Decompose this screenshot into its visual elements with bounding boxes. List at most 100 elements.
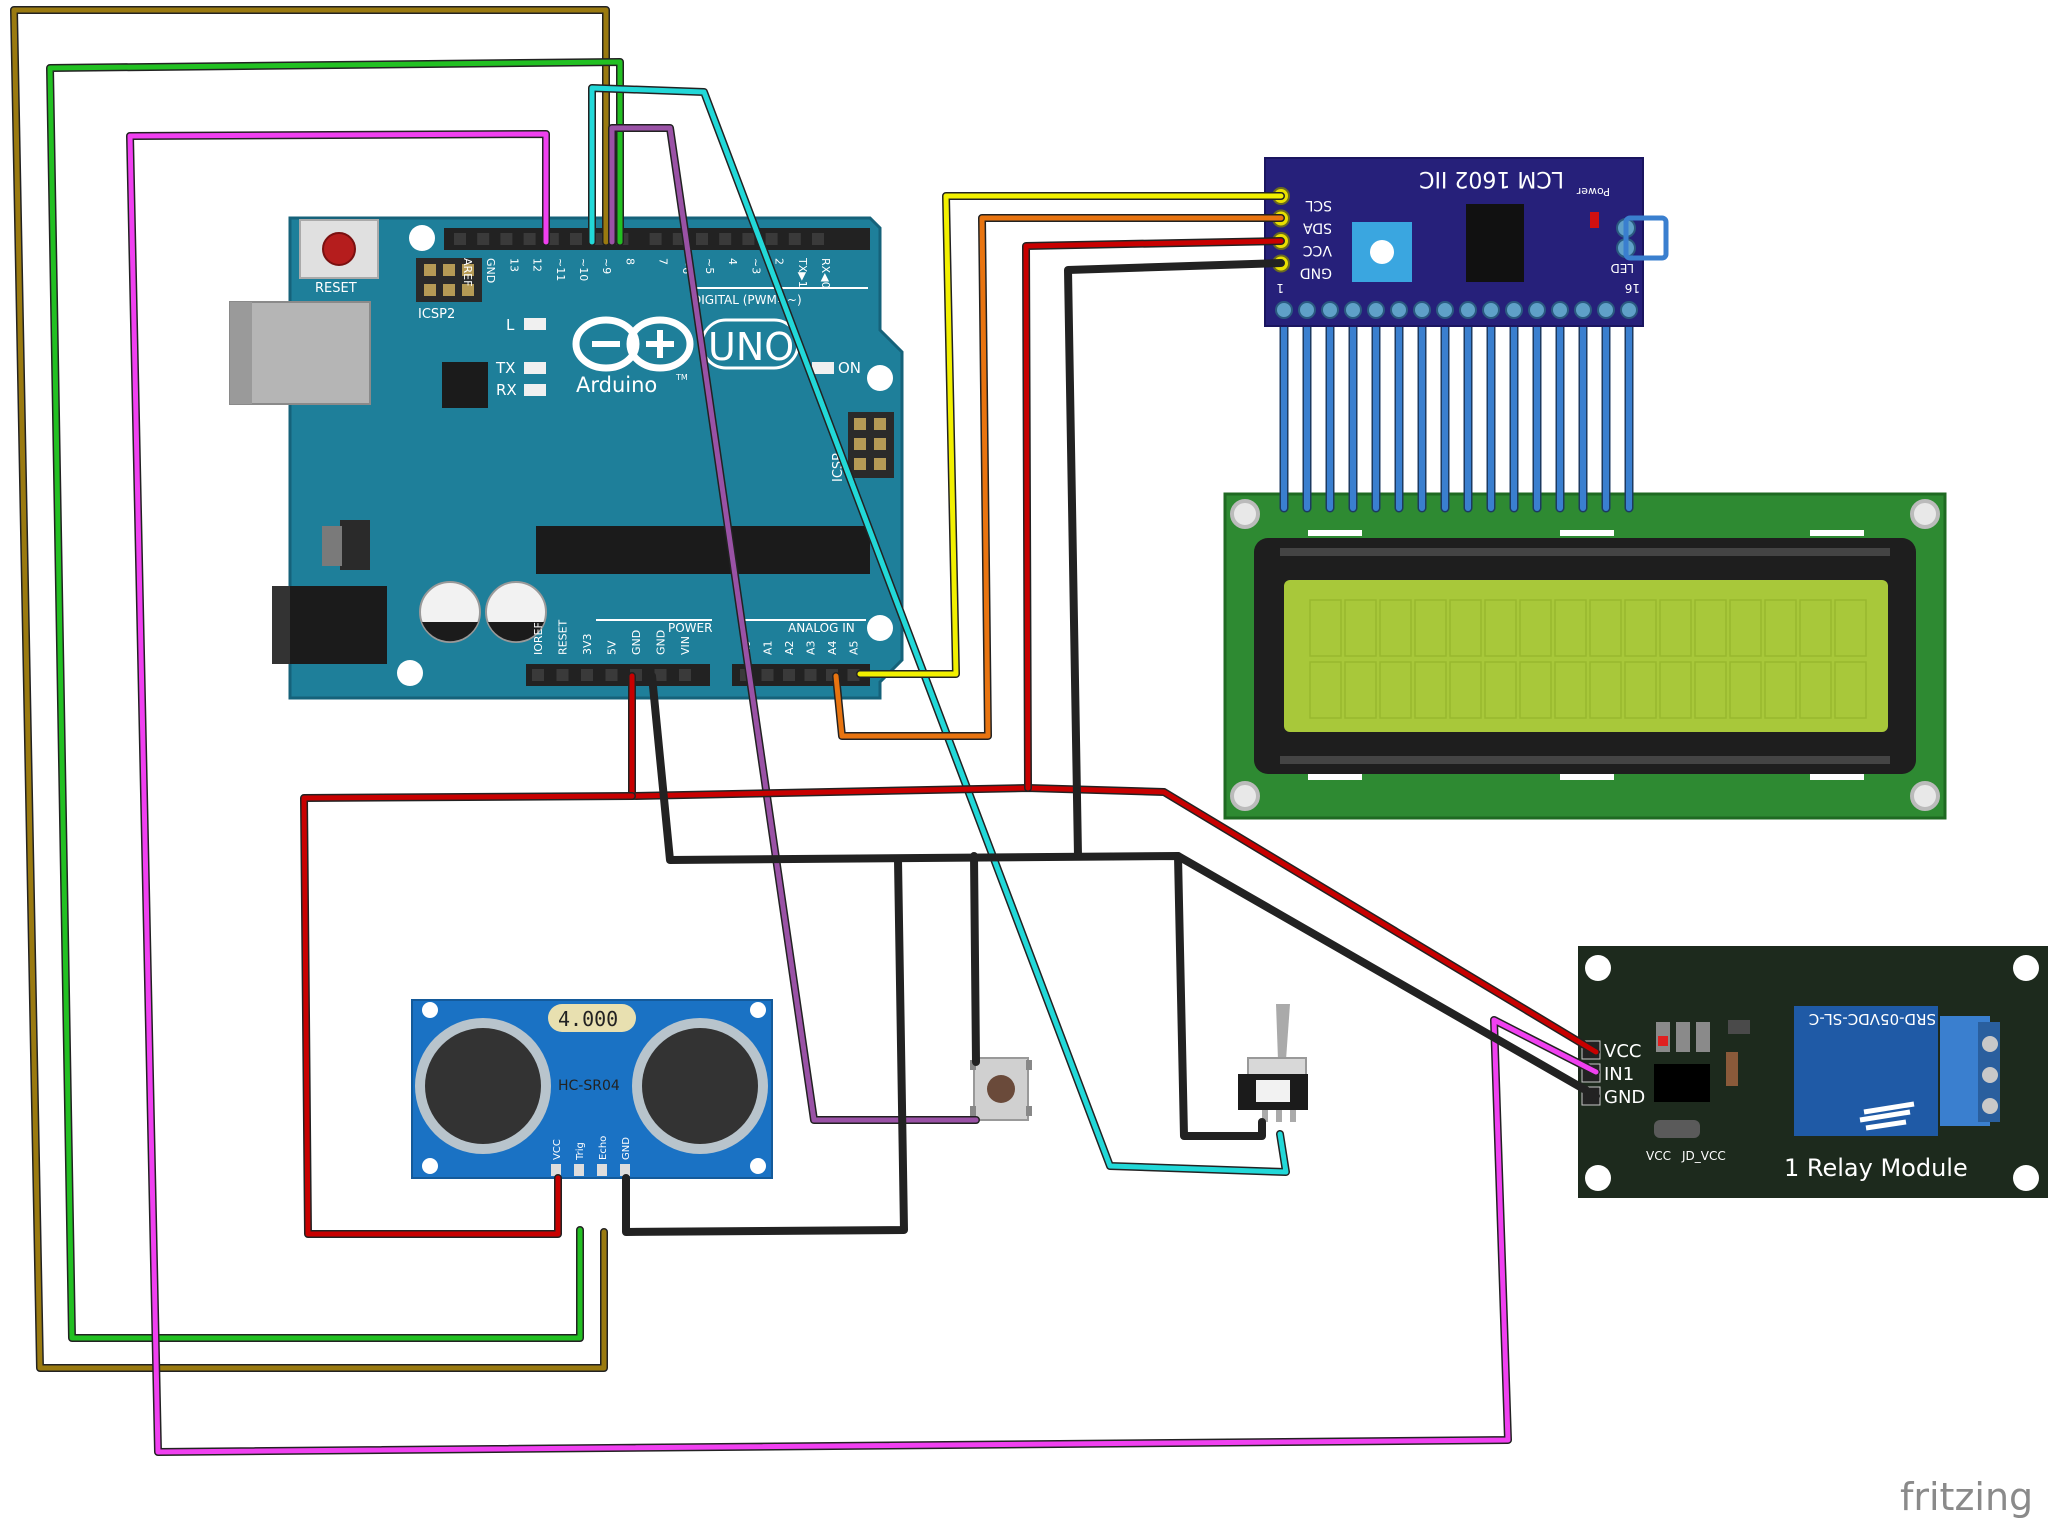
digital-pin-label: TX▶1 xyxy=(796,257,809,288)
lcd-character-cell xyxy=(1624,661,1657,719)
lcd-character-cell xyxy=(1379,599,1412,657)
pin1-label: 1 xyxy=(1276,281,1284,295)
lcd-character-cell xyxy=(1694,599,1727,657)
arduino-brand-label: Arduino xyxy=(576,373,657,397)
wire-black-gnd-to-sensor xyxy=(623,857,907,1235)
power-pin-label: GND xyxy=(655,630,668,655)
analog-pin-label: A3 xyxy=(805,640,818,655)
arduino-uno-board: RESET ICSP2 L TX RX ON xyxy=(229,216,904,700)
lcd-character-cell xyxy=(1414,599,1447,657)
pcf8574-chip xyxy=(1466,204,1524,282)
digital-pin-holes xyxy=(454,233,824,245)
power-pin-hole xyxy=(654,669,667,681)
backpack-lcd-pins xyxy=(1275,301,1638,319)
crystal-oscillator xyxy=(548,1004,636,1032)
led-tx-label: TX xyxy=(495,359,515,377)
analog-pin-label: A4 xyxy=(826,640,839,655)
backpack-row-pin xyxy=(1367,301,1385,319)
digital-pin-label: ~9 xyxy=(600,258,613,274)
analog-pin-label: A2 xyxy=(783,640,796,655)
wire-purple-button-to-d10 xyxy=(609,125,979,1123)
mounting-hole xyxy=(1230,499,1260,529)
sensor-pin-label: VCC xyxy=(552,1139,563,1160)
mounting-hole xyxy=(867,365,893,391)
wire-red-5v-to-sensor xyxy=(301,793,635,1237)
capacitor xyxy=(485,581,547,643)
digital-pin-label: 4 xyxy=(726,258,739,265)
sensor-pin xyxy=(551,1164,561,1176)
relay-pin-label: IN1 xyxy=(1604,1064,1634,1085)
capacitor xyxy=(419,581,481,643)
led-l-label: L xyxy=(506,316,515,334)
digital-header-label: DIGITAL (PWM=~) xyxy=(692,293,802,307)
lcd-character-cell xyxy=(1694,661,1727,719)
lcd-character-cell xyxy=(1799,599,1832,657)
digital-pin-hole xyxy=(649,233,662,245)
relay-title-label: 1 Relay Module xyxy=(1784,1154,1968,1182)
digital-pin-label: 8 xyxy=(623,258,636,265)
digital-pin-hole xyxy=(696,233,708,245)
analog-pin-hole xyxy=(847,669,860,681)
backpack-row-pin xyxy=(1459,301,1477,319)
lcd-character-cell xyxy=(1764,661,1797,719)
backpack-row-pin xyxy=(1298,301,1316,319)
trademark-label: TM xyxy=(675,373,688,382)
power-pin-label: RESET xyxy=(557,619,570,655)
toggle-switch xyxy=(1238,1004,1308,1122)
lcd-character-cell xyxy=(1449,661,1482,719)
digital-pin-label: ~3 xyxy=(749,258,762,274)
digital-pin-hole xyxy=(477,233,490,245)
wire-black-gnd-to-button xyxy=(971,853,979,1065)
lcd-character-cell xyxy=(1449,599,1482,657)
mounting-hole xyxy=(409,225,435,251)
power-pin-label: GND xyxy=(630,630,643,655)
digital-pin-label: ~5 xyxy=(703,258,716,274)
reset-label: RESET xyxy=(315,281,357,296)
digital-pin-label: 12 xyxy=(531,258,544,272)
wire-cyan-switch-to-d11 xyxy=(589,85,1289,1175)
backpack-row-pin xyxy=(1620,301,1638,319)
icsp2-header xyxy=(416,258,482,302)
power-pin-holes xyxy=(532,669,691,681)
pin16-label: 16 xyxy=(1625,281,1640,295)
digital-pin-label: GND xyxy=(484,258,497,283)
analog-pin-label: A1 xyxy=(762,640,775,655)
lcd-character-cell xyxy=(1344,599,1377,657)
jumper-header xyxy=(1654,1120,1700,1138)
digital-pin-hole xyxy=(812,233,824,245)
led-tx xyxy=(524,362,546,374)
i2c-pin-label: SCL xyxy=(1305,197,1332,213)
digital-pin-hole xyxy=(742,233,755,245)
power-pin-label: IOREF xyxy=(532,622,545,655)
backpack-row-pin xyxy=(1436,301,1454,319)
uno-label: UNO xyxy=(708,325,794,369)
lcd-character-cell xyxy=(1309,661,1342,719)
analog-pin-hole xyxy=(783,669,795,681)
wire-yellow-scl-to-a5 xyxy=(857,193,1284,677)
power-pin-label: VIN xyxy=(679,636,692,655)
lcd-character-cell xyxy=(1729,599,1762,657)
backpack-row-pin xyxy=(1275,301,1293,319)
i2c-pin-label: SDA xyxy=(1303,220,1332,236)
sensor-pin-label: Echo xyxy=(598,1136,609,1160)
lcd-character-cell xyxy=(1624,599,1657,657)
relay-part-label: SRD-05VDC-SL-C xyxy=(1809,1010,1936,1028)
power-label: Power xyxy=(1576,185,1610,198)
lcd-character-cell xyxy=(1554,661,1587,719)
relay-coil xyxy=(1794,1006,1938,1136)
lcd-character-cell xyxy=(1484,661,1517,719)
digital-pin-hole xyxy=(788,233,801,245)
backpack-row-pin xyxy=(1574,301,1592,319)
lcd-character-cell xyxy=(1659,599,1692,657)
wires xyxy=(10,6,1600,1456)
lcd-character-cell xyxy=(1414,661,1447,719)
lcd-character-cell xyxy=(1309,599,1342,657)
arduino-infinity-logo xyxy=(572,316,694,372)
lcd-character-cell xyxy=(1589,661,1622,719)
lcd-display-module xyxy=(1223,492,1947,820)
lcd-character-cell xyxy=(1764,599,1797,657)
usb-chip xyxy=(442,362,488,408)
